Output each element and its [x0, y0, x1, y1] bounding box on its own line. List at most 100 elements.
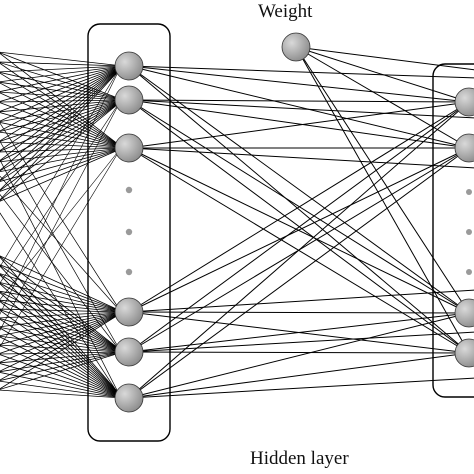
hidden-layer-label: Hidden layer [250, 448, 349, 469]
input-edge [0, 65, 124, 142]
ellipsis-dot [125, 228, 133, 236]
input-edge [0, 351, 124, 373]
output-node [454, 338, 474, 368]
input-edge [0, 99, 122, 331]
input-edge [0, 311, 124, 363]
input-edge [0, 65, 124, 181]
hidden-output-edge [128, 147, 474, 169]
input-edge [0, 99, 124, 123]
hidden-output-edge [128, 351, 470, 354]
ellipsis-dot [125, 268, 133, 276]
input-edge [0, 72, 124, 101]
hidden-output-edge [128, 101, 470, 149]
input-edge [0, 91, 124, 101]
input-edge [0, 52, 124, 101]
weight-edge [295, 46, 470, 354]
weight-edge [295, 46, 474, 71]
input-edge [0, 99, 124, 142]
output-node [454, 298, 474, 328]
hidden-output-edge [128, 65, 470, 354]
nodes [114, 32, 474, 413]
input-edge [0, 318, 124, 353]
input-edge [0, 212, 122, 399]
hidden-output-edge [128, 377, 474, 399]
hidden-node [114, 51, 144, 81]
input-edge [0, 99, 124, 172]
input-edge [0, 335, 124, 353]
hidden-output-edge [128, 99, 470, 149]
input-edge [0, 99, 124, 192]
hidden-node [114, 337, 144, 367]
hidden-node [114, 85, 144, 115]
input-edge [0, 65, 122, 268]
input-edge [0, 99, 124, 152]
input-edge [0, 99, 124, 113]
input-edge [0, 65, 124, 201]
input-edge [0, 351, 124, 390]
input-edge [0, 159, 122, 399]
hidden-output-edge [128, 65, 474, 79]
input-edge [0, 311, 124, 328]
weight-edge [295, 46, 470, 314]
input-edge [0, 65, 122, 315]
input-edge [0, 65, 124, 112]
input-edge [0, 147, 124, 202]
input-edge [0, 300, 124, 353]
input-edge [0, 282, 124, 313]
hidden-output-edge [128, 331, 474, 353]
output-layer-box [432, 63, 474, 398]
hidden-output-edge [128, 101, 470, 399]
hidden-output-edge [128, 101, 470, 313]
input-edge [0, 311, 124, 319]
hidden-layer-box [87, 23, 171, 442]
hidden-output-edge [128, 147, 470, 313]
input-edge [0, 291, 124, 353]
input-edge [0, 65, 124, 152]
input-edge [0, 311, 124, 390]
output-node [454, 133, 474, 163]
input-edge [0, 351, 124, 381]
input-edge [0, 61, 124, 67]
ellipsis-dot [466, 229, 472, 235]
input-edge [0, 311, 124, 337]
output-node [454, 87, 474, 117]
input-edge [0, 65, 124, 161]
hidden-node [114, 383, 144, 413]
hidden-output-edge [128, 312, 470, 399]
input-edge [0, 194, 122, 353]
input-edge [0, 255, 124, 313]
hidden-output-edge [128, 65, 470, 149]
input-edge [0, 51, 124, 67]
input-edge [0, 264, 124, 353]
hidden-output-connections [128, 46, 474, 399]
hidden-output-edge [128, 147, 470, 399]
input-edge [0, 344, 124, 353]
hidden-output-edge [128, 352, 470, 399]
input-edge [0, 65, 124, 122]
hidden-output-edge [128, 65, 470, 314]
ellipsis-dots [125, 186, 472, 276]
input-edge [0, 326, 124, 353]
input-edge [0, 65, 124, 132]
weight-node [281, 32, 311, 62]
input-edge [0, 308, 124, 313]
weight-edge [295, 46, 470, 103]
input-edge [0, 65, 124, 171]
input-edge [0, 311, 124, 354]
ellipsis-dot [466, 189, 472, 195]
input-edge [0, 65, 124, 102]
hidden-output-edge [128, 311, 470, 314]
input-edge [0, 65, 124, 83]
input-edge [0, 99, 124, 132]
input-edge [0, 311, 124, 381]
weight-edge [295, 46, 470, 149]
input-edge [0, 311, 124, 372]
hidden-output-edge [128, 101, 470, 353]
input-edge [0, 311, 124, 345]
input-edge [0, 147, 122, 348]
input-edge [0, 62, 124, 101]
hidden-node [114, 297, 144, 327]
input-edge [0, 122, 122, 313]
input-edge [0, 99, 124, 162]
